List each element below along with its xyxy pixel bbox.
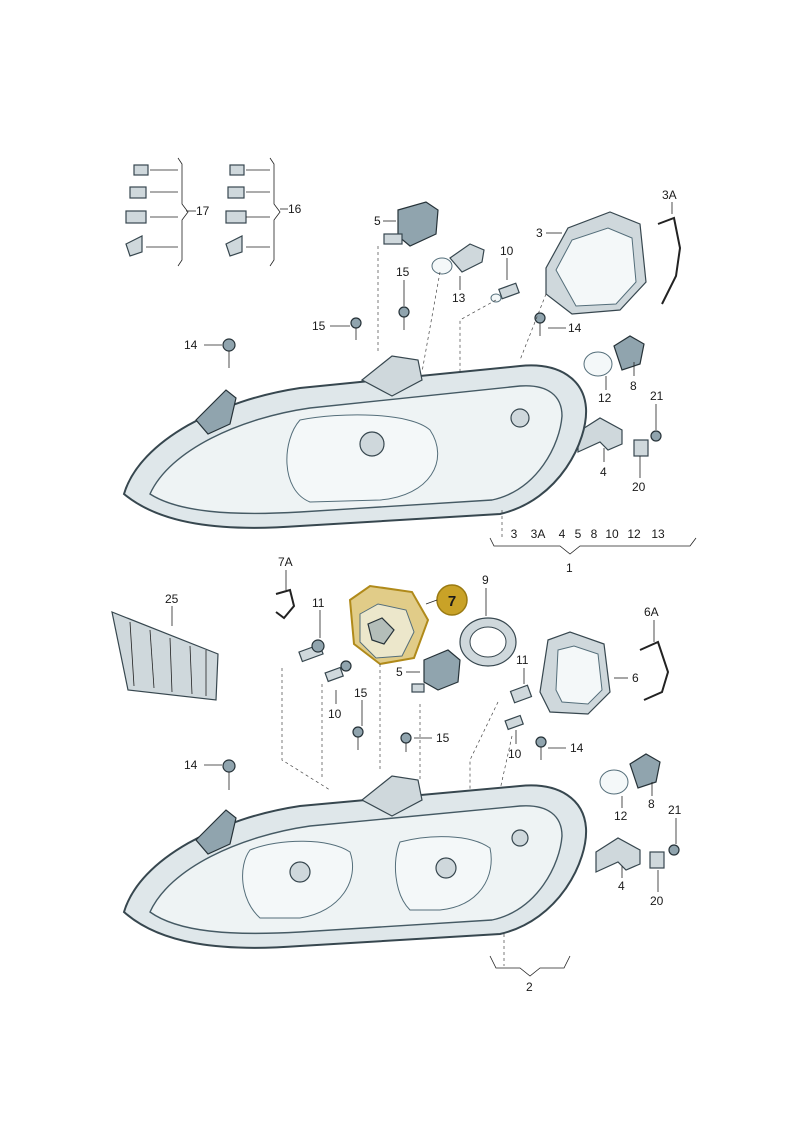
- light-diffuser-panel: [111, 611, 219, 701]
- bracket-row-item: 8: [591, 527, 598, 541]
- leader-lines-lower: [281, 664, 513, 800]
- callout-21-lower: 21: [668, 803, 682, 817]
- leader-lines-upper: [377, 246, 547, 380]
- screws-upper: [222, 306, 546, 368]
- bracket-row-item: 12: [627, 527, 641, 541]
- callout-1: 1: [566, 561, 573, 575]
- callout-13: 13: [452, 291, 466, 305]
- callout-3a: 3A: [662, 188, 677, 202]
- callout-12-upper: 12: [598, 391, 612, 405]
- sealing-ring: [459, 617, 517, 667]
- callout-4-upper: 4: [600, 465, 607, 479]
- callout-4-lower: 4: [618, 879, 625, 893]
- callout-7a: 7A: [278, 555, 293, 569]
- callout-21-upper: 21: [650, 389, 664, 403]
- callout-11-lower-a: 11: [312, 596, 325, 610]
- retaining-clip-3a: [657, 216, 682, 305]
- callout-badge-7: 7: [436, 584, 468, 616]
- bracket-row-item: 3A: [531, 527, 546, 541]
- callout-5-upper: 5: [374, 214, 381, 228]
- callout-leaders: [171, 202, 677, 892]
- callout-10-lower-a: 10: [328, 707, 342, 721]
- bracket-row-item: 3: [511, 527, 518, 541]
- bracket-row-item: 5: [575, 527, 582, 541]
- callout-8-lower: 8: [648, 797, 655, 811]
- callout-20-upper: 20: [632, 480, 646, 494]
- callout-14-lower-b: 14: [184, 758, 198, 772]
- indicator-bulb-socket-lower: [599, 753, 661, 795]
- leveling-motor: [383, 201, 439, 247]
- callout-7-label: 7: [448, 593, 456, 610]
- callout-14-lower-a: 14: [570, 741, 584, 755]
- bracket-1: [489, 537, 697, 555]
- highlighted-part-7: [348, 584, 430, 666]
- callout-20-lower: 20: [650, 894, 664, 908]
- headlight-cap-cover: [545, 211, 647, 315]
- bracket-row-item: 4: [559, 527, 566, 541]
- callout-14-upper-b: 14: [184, 338, 198, 352]
- bracket-2: [489, 955, 571, 977]
- callout-15-upper-a: 15: [396, 265, 410, 279]
- retaining-clip-6a: [639, 640, 670, 701]
- callout-15-lower-a: 15: [354, 686, 368, 700]
- bracket-row-item: 13: [651, 527, 665, 541]
- callout-6a: 6A: [644, 605, 659, 619]
- mounting-bracket-lower: [595, 837, 680, 873]
- bulbs-lower: [298, 639, 533, 731]
- clip-set-17: [125, 157, 189, 267]
- headlamp-lower: [122, 775, 588, 949]
- callout-15-upper-b: 15: [312, 319, 326, 333]
- screws-lower: [222, 726, 547, 790]
- clip-set-16: [225, 157, 281, 267]
- callout-2: 2: [526, 980, 533, 994]
- headlamp-upper: [122, 355, 588, 529]
- side-marker-bulb: [490, 282, 520, 303]
- callout-12-lower: 12: [614, 809, 628, 823]
- callout-10-lower-b: 10: [508, 747, 522, 761]
- headlight-cap-cover-lower: [539, 631, 611, 715]
- callout-6: 6: [632, 671, 639, 685]
- bracket-row-item: 10: [605, 527, 619, 541]
- callout-8-upper: 8: [630, 379, 637, 393]
- callout-15-lower-b: 15: [436, 731, 450, 745]
- callout-14-upper-a: 14: [568, 321, 582, 335]
- callout-25: 25: [165, 592, 179, 606]
- callout-16: 16: [288, 202, 302, 216]
- callout-5-lower: 5: [396, 665, 403, 679]
- callout-9: 9: [482, 573, 489, 587]
- callout-10-upper: 10: [500, 244, 514, 258]
- callout-17: 17: [196, 204, 210, 218]
- indicator-bulb-socket: [583, 335, 645, 377]
- callout-11-lower-b: 11: [516, 653, 529, 667]
- halogen-bulb-h7: [431, 243, 485, 275]
- callout-labels: 17 16 5 3 3A 10 13 15 15 14 14 8 12 21 4…: [165, 188, 682, 994]
- retaining-clip-7a: [275, 588, 296, 620]
- callout-3: 3: [536, 226, 543, 240]
- mounting-bracket-upper: [577, 417, 662, 457]
